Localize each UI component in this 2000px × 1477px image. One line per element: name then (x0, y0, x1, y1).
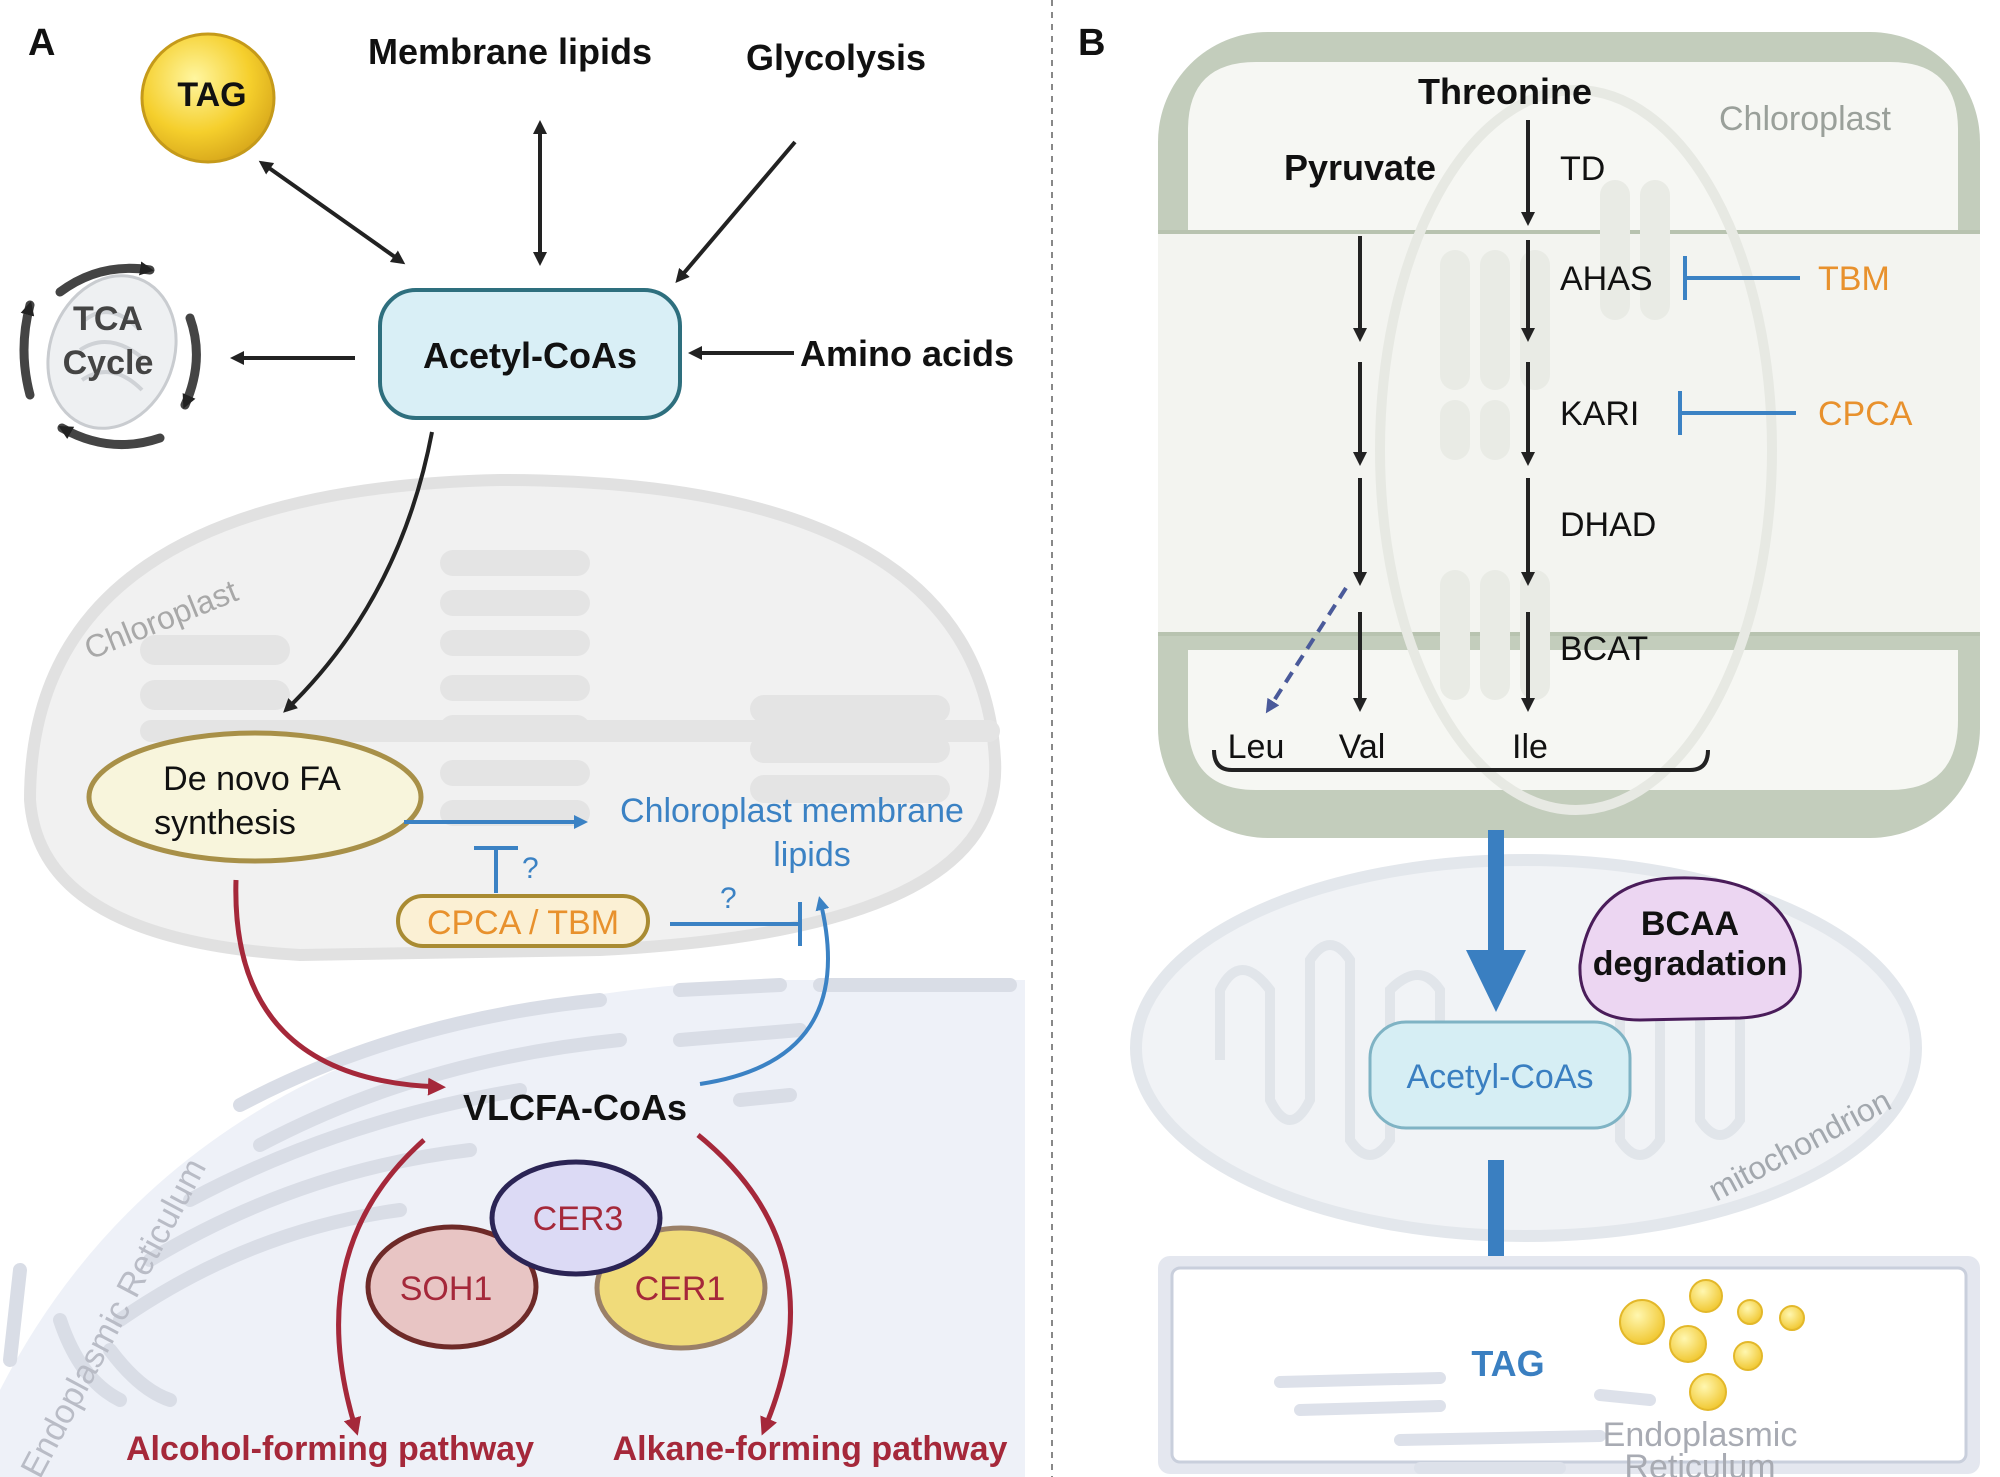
bcaa-degradation-bubble: BCAA degradation (1578, 876, 1802, 1022)
pyruvate-label: Pyruvate (1284, 147, 1436, 188)
leu-label: Leu (1228, 728, 1285, 766)
chloroplast-label-b: Chloroplast (1719, 100, 1892, 138)
inhibition-cpca-a (474, 846, 802, 946)
enzyme-complex: CER3 SOH1 CER1 (365, 1159, 768, 1351)
arrow-denovo-to-vlcfa (233, 879, 446, 1096)
er-box-b: TAG Endoplasmic Reticulum (1158, 1256, 1980, 1477)
er-label-b-line2: Reticulum (1624, 1448, 1775, 1477)
membrane-lipids-label: Membrane lipids (368, 31, 652, 72)
cpca-label-b: CPCA (1818, 395, 1913, 433)
val-label: Val (1339, 728, 1386, 766)
arrow-alcohol-pathway (336, 1138, 426, 1436)
chloroplast-a: Chloroplast (23, 473, 1002, 962)
acetyl-coas-box-a: Acetyl-CoAs (378, 288, 682, 420)
soh1-label: SOH1 (400, 1270, 493, 1308)
glycolysis-label: Glycolysis (746, 37, 926, 78)
tag-label-a: TAG (177, 76, 246, 114)
ahas-label: AHAS (1560, 260, 1653, 298)
acetyl-coas-label-b: Acetyl-CoAs (1406, 1058, 1593, 1096)
chloroplast-membrane-line1: Chloroplast membrane (620, 792, 964, 830)
arrow-vlcfa-to-membrane (699, 896, 830, 1086)
bcaa-line1: BCAA (1641, 905, 1739, 943)
ile-label: Ile (1512, 728, 1548, 766)
acetyl-coas-label-a: Acetyl-CoAs (423, 335, 637, 376)
de-novo-fa-box: De novo FA synthesis (86, 730, 424, 864)
inhibition-b (1678, 256, 1800, 435)
acetyl-coas-box-b: Acetyl-CoAs (1368, 1020, 1632, 1130)
vlcfa-coas-label: VLCFA-CoAs (463, 1087, 687, 1128)
tca-cycle: TCA Cycle (19, 261, 201, 450)
alkane-pathway-label: Alkane-forming pathway (613, 1430, 1008, 1468)
dhad-label: DHAD (1560, 506, 1656, 544)
question-mark-1: ? (522, 852, 539, 885)
tca-label-line1: TCA (73, 300, 143, 338)
panel-a-letter: A (28, 22, 55, 64)
de-novo-line1: De novo FA (163, 760, 341, 798)
bcaa-line2: degradation (1593, 945, 1788, 983)
er-label-b-line1: Endoplasmic (1603, 1416, 1798, 1454)
panel-b-letter: B (1078, 22, 1105, 64)
chloroplast-membrane-line2: lipids (773, 836, 850, 874)
tag-label-b: TAG (1471, 1343, 1544, 1384)
threonine-label: Threonine (1418, 71, 1592, 112)
alcohol-pathway-label: Alcohol-forming pathway (126, 1430, 534, 1468)
chloroplast-b: Chloroplast (1158, 32, 1980, 838)
tbm-label-b: TBM (1818, 260, 1890, 298)
td-label: TD (1560, 150, 1605, 188)
tag-droplet: TAG (140, 32, 276, 164)
amino-acids-label: Amino acids (800, 333, 1014, 374)
bcat-label: BCAT (1560, 630, 1648, 668)
cpca-tbm-box-a: CPCA / TBM (396, 894, 650, 948)
tca-label-line2: Cycle (63, 344, 154, 382)
de-novo-line2: synthesis (154, 804, 296, 842)
question-mark-2: ? (720, 882, 737, 915)
arrows-a-black (230, 120, 797, 713)
dashed-arrow-to-leu (1265, 586, 1348, 714)
cer1-label: CER1 (635, 1270, 726, 1308)
cer3-label: CER3 (533, 1200, 624, 1238)
kari-label: KARI (1560, 395, 1639, 433)
cpca-tbm-label-a: CPCA / TBM (427, 904, 619, 942)
products-bracket (1212, 749, 1710, 772)
arrow-alkane-pathway (696, 1133, 793, 1436)
